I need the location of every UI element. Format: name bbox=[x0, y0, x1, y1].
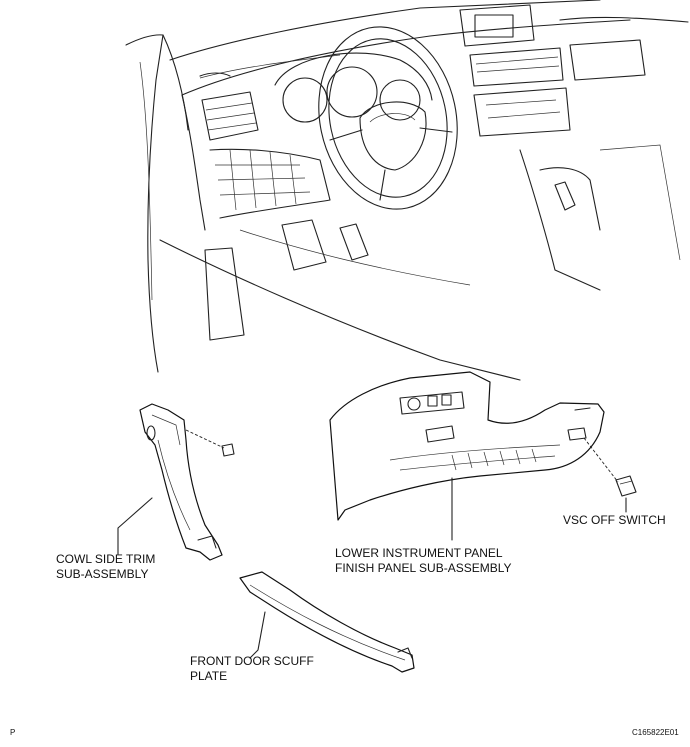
front-door-scuff-label-line2: PLATE bbox=[190, 669, 228, 683]
lower-panel-label-line1: LOWER INSTRUMENT PANEL bbox=[335, 546, 503, 560]
cabin-dashboard-illustration bbox=[125, 0, 689, 381]
cowl-side-trim-label-line2: SUB-ASSEMBLY bbox=[56, 567, 149, 581]
cowl-side-trim-label-line1: COWL SIDE TRIM bbox=[56, 552, 156, 566]
lower-instrument-panel-label: LOWER INSTRUMENT PANEL FINISH PANEL SUB-… bbox=[335, 546, 512, 576]
front-door-scuff-plate-part bbox=[239, 571, 415, 673]
cowl-side-trim-part bbox=[117, 403, 235, 561]
lower-panel-label-line2: FINISH PANEL SUB-ASSEMBLY bbox=[335, 561, 512, 575]
cowl-side-trim-label: COWL SIDE TRIM SUB-ASSEMBLY bbox=[56, 552, 155, 582]
front-door-scuff-label-line1: FRONT DOOR SCUFF bbox=[190, 654, 314, 668]
vsc-off-switch-label: VSC OFF SWITCH bbox=[563, 513, 666, 527]
front-door-scuff-plate-label: FRONT DOOR SCUFF PLATE bbox=[190, 654, 314, 684]
lower-instrument-panel-part bbox=[329, 371, 637, 541]
figure-code: C165822E01 bbox=[632, 728, 679, 737]
corner-code-left: P bbox=[10, 728, 16, 737]
